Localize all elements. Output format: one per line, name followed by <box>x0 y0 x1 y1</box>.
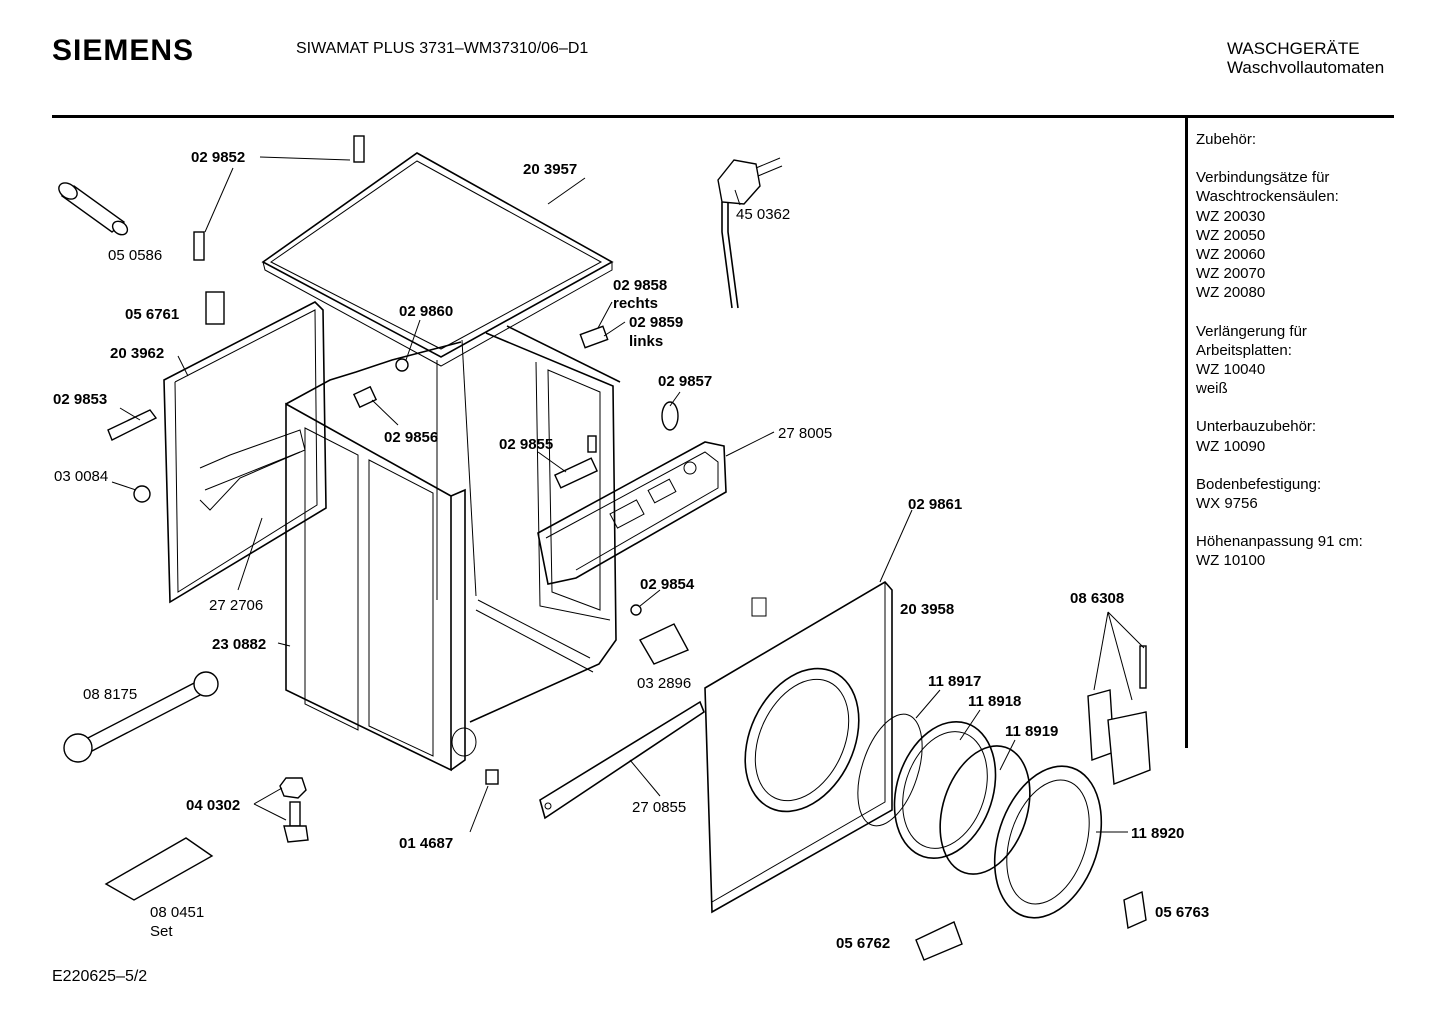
part-labels: 02 9852 20 3957 45 0362 05 0586 05 6761 … <box>53 149 1209 952</box>
accessory-line: WZ 10100 <box>1196 552 1266 570</box>
model-title: SIWAMAT PLUS 3731–WM37310/06–D1 <box>296 40 589 57</box>
small-parts-drawing <box>58 135 1151 961</box>
accessory-line: WZ 20070 <box>1196 265 1266 283</box>
part-label-450362: 45 0362 <box>736 206 790 223</box>
part-label-270855: 27 0855 <box>632 799 686 816</box>
accessory-group: Verbindungsätze für Waschtrockensäulen: … <box>1196 168 1363 302</box>
part-label-050586: 05 0586 <box>108 247 162 264</box>
accessory-group: Bodenbefestigung: WX 9756 <box>1196 475 1363 513</box>
accessory-line: WZ 10040 <box>1196 361 1266 379</box>
accessory-line: WZ 20050 <box>1196 226 1266 244</box>
part-label-056763: 05 6763 <box>1155 904 1209 921</box>
part-label-203957: 20 3957 <box>523 161 577 178</box>
accessory-group: Verlängerung für Arbeitsplatten: WZ 1004… <box>1196 322 1363 399</box>
part-label-029855: 02 9855 <box>499 436 553 453</box>
accessory-line: Waschtrockensäulen: <box>1196 188 1339 206</box>
part-label-links: links <box>629 333 663 350</box>
part-label-029856: 02 9856 <box>384 429 438 446</box>
part-label-029860: 02 9860 <box>399 303 453 320</box>
accessory-line: weiß <box>1196 380 1228 398</box>
header-divider <box>52 115 1394 118</box>
part-label-118918: 11 8918 <box>968 693 1021 710</box>
accessory-group: Unterbauzubehör: WZ 10090 <box>1196 417 1363 455</box>
part-label-029852: 02 9852 <box>191 149 245 166</box>
part-label-029859: 02 9859 <box>629 314 683 331</box>
accessories-panel: Zubehör: Verbindungsätze für Waschtrocke… <box>1196 130 1363 571</box>
accessory-line: WZ 20080 <box>1196 284 1266 302</box>
control-panel-drawing <box>537 441 727 585</box>
top-cover-drawing <box>261 152 614 367</box>
part-label-rechts: rechts <box>613 295 658 312</box>
front-panel-drawing <box>704 580 893 914</box>
accessories-title: Zubehör: <box>1196 131 1257 148</box>
accessory-line: WZ 20060 <box>1196 246 1266 264</box>
part-label-029858: 02 9858 <box>613 277 667 294</box>
part-label-029853: 02 9853 <box>53 391 107 408</box>
part-label-272706: 27 2706 <box>209 597 263 614</box>
bottom-rail-drawing <box>539 700 705 820</box>
part-label-029857: 02 9857 <box>658 373 712 390</box>
part-label-030084: 03 0084 <box>54 468 108 485</box>
part-label-029861: 02 9861 <box>908 496 962 513</box>
part-label-088175: 08 8175 <box>83 686 137 703</box>
part-label-set: Set <box>150 923 173 940</box>
part-label-040302: 04 0302 <box>186 797 240 814</box>
brand-logo: SIEMENS <box>52 34 195 67</box>
part-label-029854: 02 9854 <box>640 576 695 593</box>
part-label-056762: 05 6762 <box>836 935 890 952</box>
part-label-118920: 11 8920 <box>1131 825 1184 842</box>
part-label-080451: 08 0451 <box>150 904 204 921</box>
accessory-line: Höhenanpassung 91 cm: <box>1196 533 1363 551</box>
drawing-code: E220625–5/2 <box>52 968 148 985</box>
accessory-line: Unterbauzubehör: <box>1196 418 1317 436</box>
category-line-2: Waschvollautomaten <box>1227 58 1385 77</box>
accessory-group: Höhenanpassung 91 cm: WZ 10100 <box>1196 532 1363 570</box>
accessory-line: WX 9756 <box>1196 495 1258 513</box>
part-label-230882: 23 0882 <box>212 636 266 653</box>
accessory-line: WZ 20030 <box>1196 207 1266 225</box>
part-label-086308: 08 6308 <box>1070 590 1124 607</box>
part-label-032896: 03 2896 <box>637 675 691 692</box>
leader-lines <box>111 156 1145 833</box>
part-label-056761: 05 6761 <box>125 306 179 323</box>
part-label-278005: 27 8005 <box>778 425 832 442</box>
part-label-203962: 20 3962 <box>110 345 164 362</box>
category-line-1: WASCHGERÄTE <box>1227 39 1360 58</box>
accessory-line: Bodenbefestigung: <box>1196 475 1322 493</box>
door-assembly-drawing <box>857 713 1103 919</box>
part-label-118917: 11 8917 <box>928 673 981 690</box>
part-label-203958: 20 3958 <box>900 601 954 618</box>
cabinet-frame-drawing <box>285 325 621 772</box>
accessory-line: Verlängerung für <box>1196 322 1307 340</box>
side-panel-drawing <box>163 301 327 604</box>
accessory-line: Verbindungsätze für <box>1196 169 1330 187</box>
part-label-014687: 01 4687 <box>399 835 453 852</box>
part-label-118919: 11 8919 <box>1005 723 1058 740</box>
accessory-line: Arbeitsplatten: <box>1196 341 1292 359</box>
category-heading: WASCHGERÄTE Waschvollautomaten <box>1227 39 1384 77</box>
sidebar-divider <box>1185 118 1188 748</box>
accessory-line: WZ 10090 <box>1196 437 1266 455</box>
